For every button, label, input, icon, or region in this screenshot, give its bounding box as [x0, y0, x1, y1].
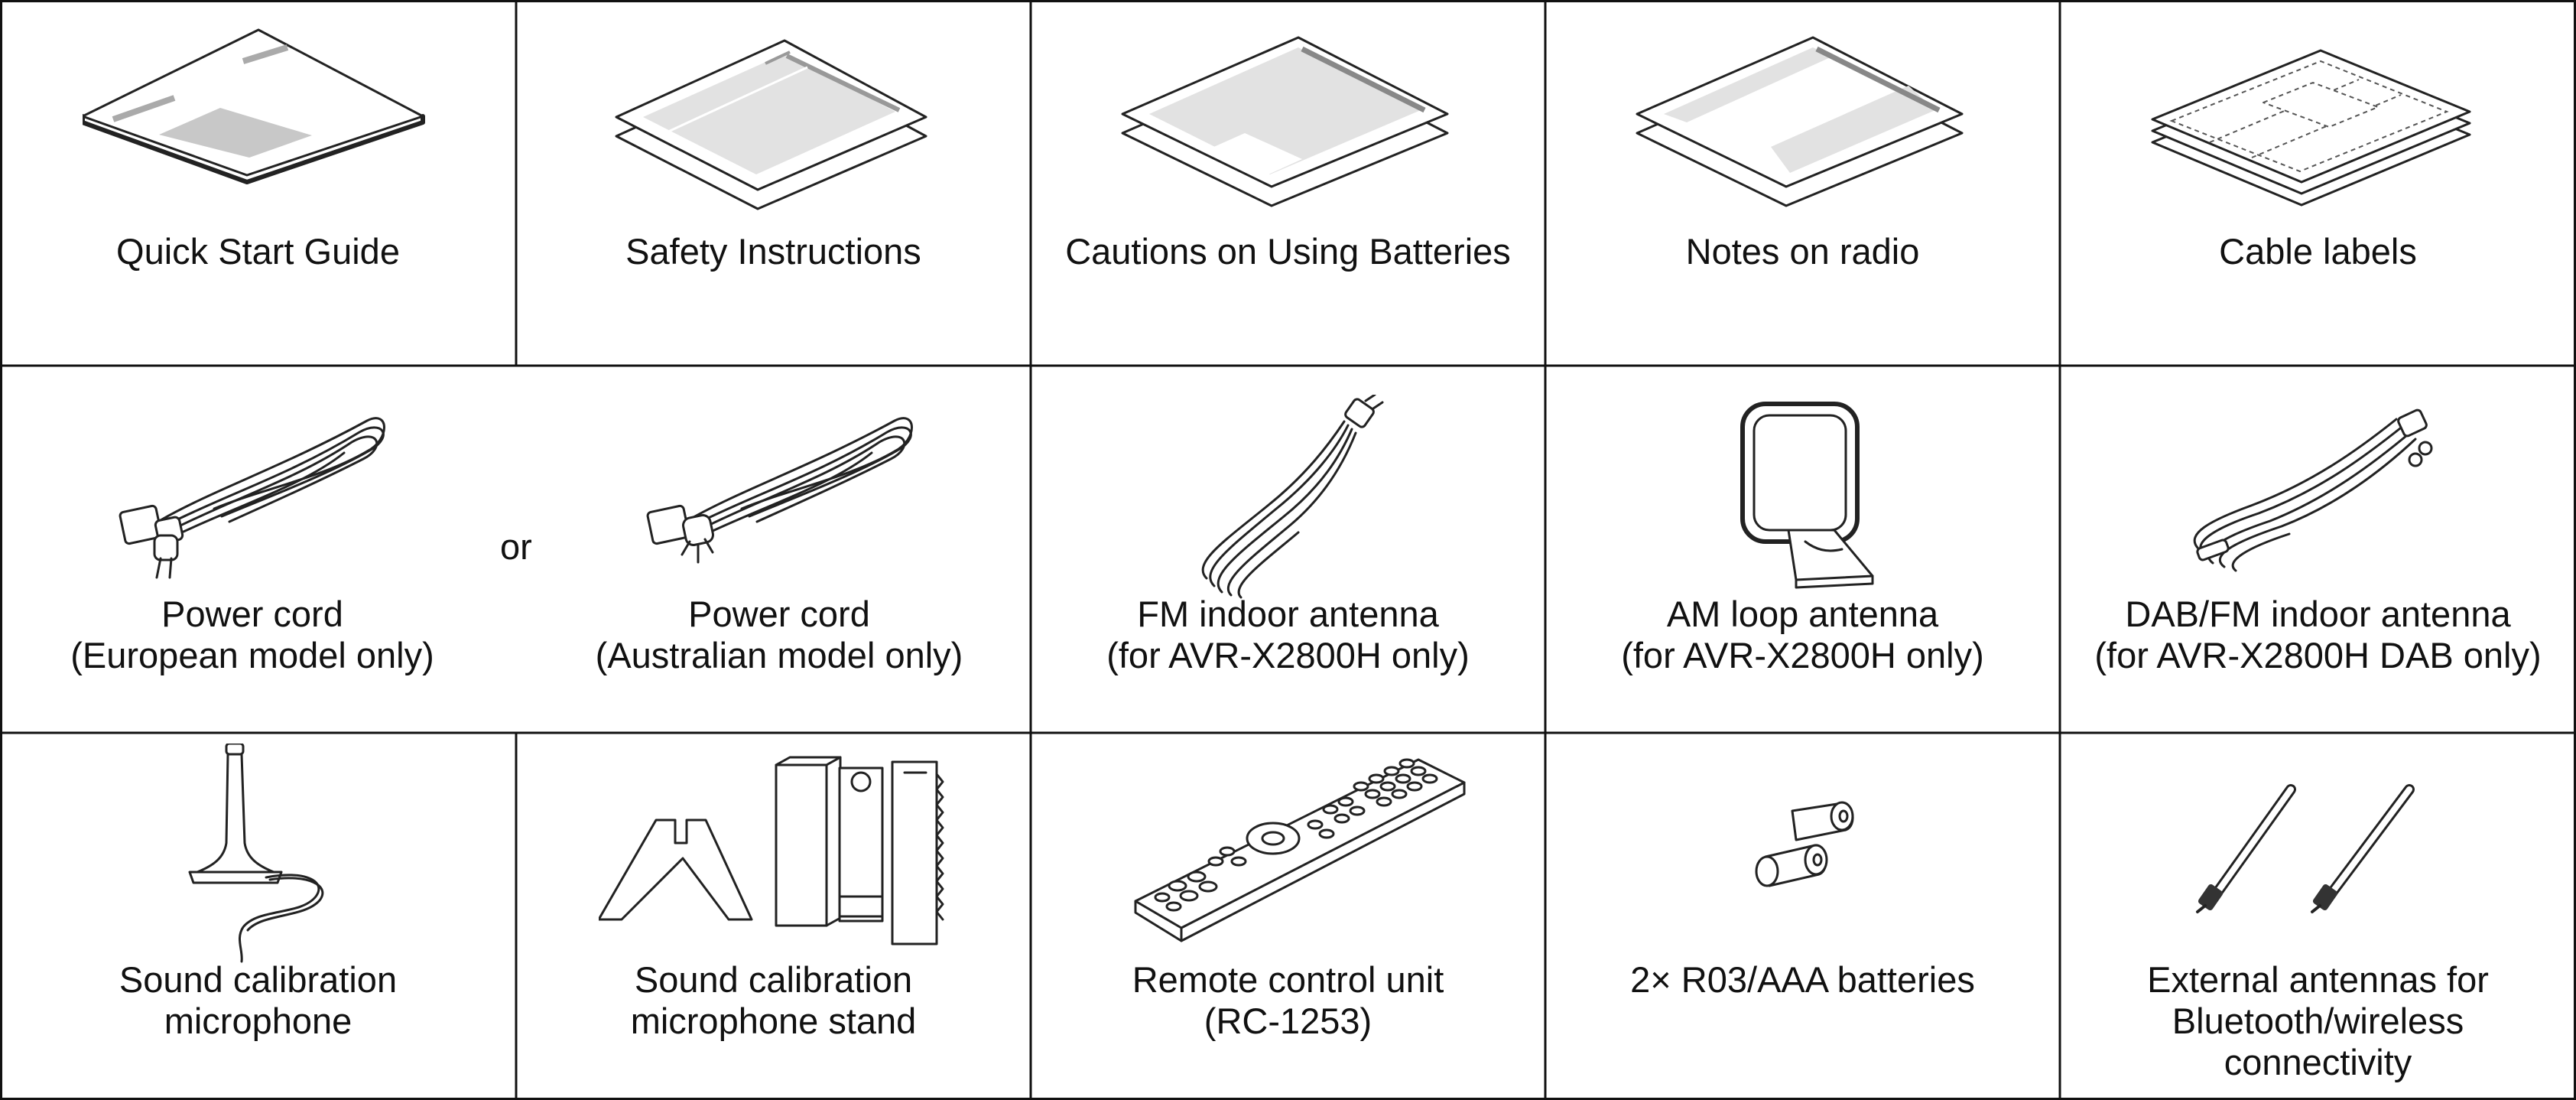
booklet-icon	[83, 28, 425, 184]
cell-microphone: Sound calibration microphone	[0, 733, 516, 1100]
wire-antenna-icon	[1201, 395, 1384, 599]
cell-notes-radio: Notes on radio	[1545, 0, 2060, 366]
caption-remote: Remote control unit (RC-1253)	[1132, 959, 1444, 1041]
cell-batteries: 2× R03/AAA batteries	[1545, 733, 2060, 1100]
document-sheets-icon	[1121, 36, 1449, 207]
caption-quick-start-guide: Quick Start Guide	[116, 231, 400, 272]
caption-power-cord-au: Power cord (Australian model only)	[595, 594, 963, 675]
cell-mic-stand: Sound calibration microphone stand	[516, 733, 1031, 1100]
label-sheet-icon	[2151, 49, 2471, 207]
caption-safety-instructions: Safety Instructions	[625, 231, 921, 272]
document-sheets-icon	[615, 39, 927, 210]
caption-dab-fm-antenna: DAB/FM indoor antenna (for AVR-X2800H DA…	[2094, 594, 2542, 675]
battery-icon	[1755, 801, 1854, 887]
cell-fm-antenna: FM indoor antenna (for AVR-X2800H only)	[1031, 366, 1545, 733]
power-cord-icon	[646, 417, 913, 564]
cell-dab-fm-antenna: DAB/FM indoor antenna (for AVR-X2800H DA…	[2060, 366, 2576, 733]
cell-safety-instructions: Safety Instructions	[516, 0, 1031, 366]
caption-external-antennas: External antennas for Bluetooth/wireless…	[2147, 959, 2489, 1082]
caption-am-antenna: AM loop antenna (for AVR-X2800H only)	[1621, 594, 1984, 675]
caption-mic-stand: Sound calibration microphone stand	[630, 959, 917, 1041]
cell-cable-labels: Cable labels	[2060, 0, 2576, 366]
microphone-icon	[188, 744, 324, 963]
cell-cautions-batteries: Cautions on Using Batteries	[1031, 0, 1545, 366]
caption-cautions-batteries: Cautions on Using Batteries	[1065, 231, 1511, 272]
power-cord-icon	[119, 417, 385, 579]
microphone-stand-icon	[599, 756, 944, 945]
cell-am-antenna: AM loop antenna (for AVR-X2800H only)	[1545, 366, 2060, 733]
caption-microphone: Sound calibration microphone	[119, 959, 398, 1041]
caption-notes-radio: Notes on radio	[1685, 231, 1920, 272]
cell-quick-start-guide: Quick Start Guide	[0, 0, 516, 366]
cell-remote: Remote control unit (RC-1253)	[1031, 733, 1545, 1100]
cell-power-cord-eu: Power cord (European model only)	[0, 366, 505, 733]
remote-control-icon	[1134, 758, 1466, 942]
cell-external-antennas: External antennas for Bluetooth/wireless…	[2060, 733, 2576, 1100]
or-separator: or	[500, 526, 532, 567]
document-sheets-icon	[1636, 36, 1964, 207]
caption-cable-labels: Cable labels	[2219, 231, 2417, 272]
caption-fm-antenna: FM indoor antenna (for AVR-X2800H only)	[1106, 594, 1470, 675]
caption-batteries: 2× R03/AAA batteries	[1630, 959, 1975, 1000]
rod-antenna-icon	[2196, 784, 2415, 913]
caption-power-cord-eu: Power cord (European model only)	[70, 594, 434, 675]
loop-antenna-icon	[1740, 402, 1874, 589]
wire-antenna-icon	[2193, 408, 2433, 572]
cell-power-cord-au: Power cord (Australian model only)	[528, 366, 1031, 733]
